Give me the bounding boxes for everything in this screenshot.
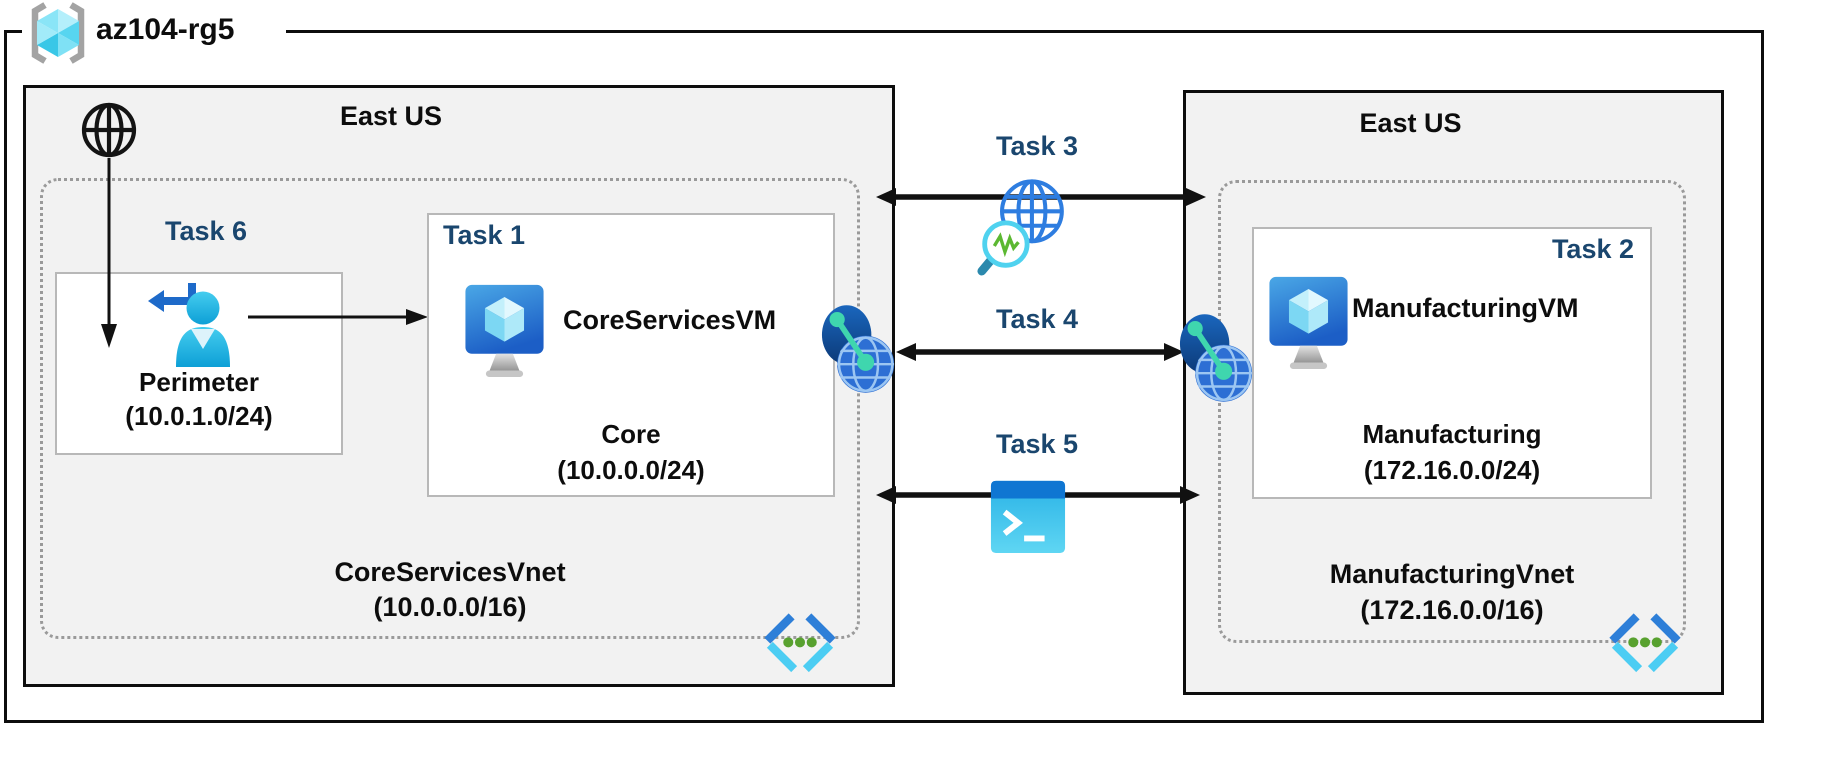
region-label-right: East US [1359,108,1462,138]
task4-label: Task 4 [995,304,1079,334]
user-return-icon [148,283,230,367]
vnet-icon-left [764,613,836,673]
network-peering-icon-left [821,305,895,393]
internet-to-perimeter-arrow [101,158,117,348]
task1-label: Task 1 [443,220,526,250]
vnet-icon-right [1609,613,1681,673]
vm-name-left: CoreServicesVM [563,305,777,335]
vm-name-right: ManufacturingVM [1352,293,1579,323]
vnet-cidr-right: (172.16.0.0/16) [1360,595,1544,625]
core-subnet-box [427,213,835,497]
task2-label: Task 2 [1551,234,1634,264]
vnet-boundary-left [40,178,860,639]
vnet-boundary-right [1218,180,1686,643]
vm-icon-left [465,284,544,377]
resource-group-icon [31,2,85,64]
perimeter-subnet-name: Perimeter [139,367,259,397]
manufacturing-subnet-name: Manufacturing [1362,419,1542,449]
vnet-name-left: CoreServicesVnet [334,557,566,587]
perimeter-to-vm-arrow [248,309,428,325]
resource-group-header-mask [22,26,286,38]
resource-group-label: az104-rg5 [96,13,235,46]
core-subnet-name: Core [601,419,661,449]
vnet-cidr-left: (10.0.0.0/16) [373,592,527,622]
network-watcher-icon [977,179,1064,276]
network-peering-icon-right [1179,314,1253,402]
region-label-left: East US [339,101,443,131]
task6-label: Task 6 [164,216,248,246]
task3-label: Task 3 [995,131,1079,161]
cloud-shell-icon [990,480,1066,554]
task4-arrow [896,343,1184,361]
core-subnet-cidr: (10.0.0.0/24) [557,455,705,485]
vm-icon-right [1269,276,1348,369]
task5-label: Task 5 [995,429,1079,459]
perimeter-subnet-cidr: (10.0.1.0/24) [125,401,273,431]
manufacturing-subnet-cidr: (172.16.0.0/24) [1363,455,1541,485]
vnet-name-right: ManufacturingVnet [1329,559,1575,589]
internet-globe-icon [81,102,137,158]
